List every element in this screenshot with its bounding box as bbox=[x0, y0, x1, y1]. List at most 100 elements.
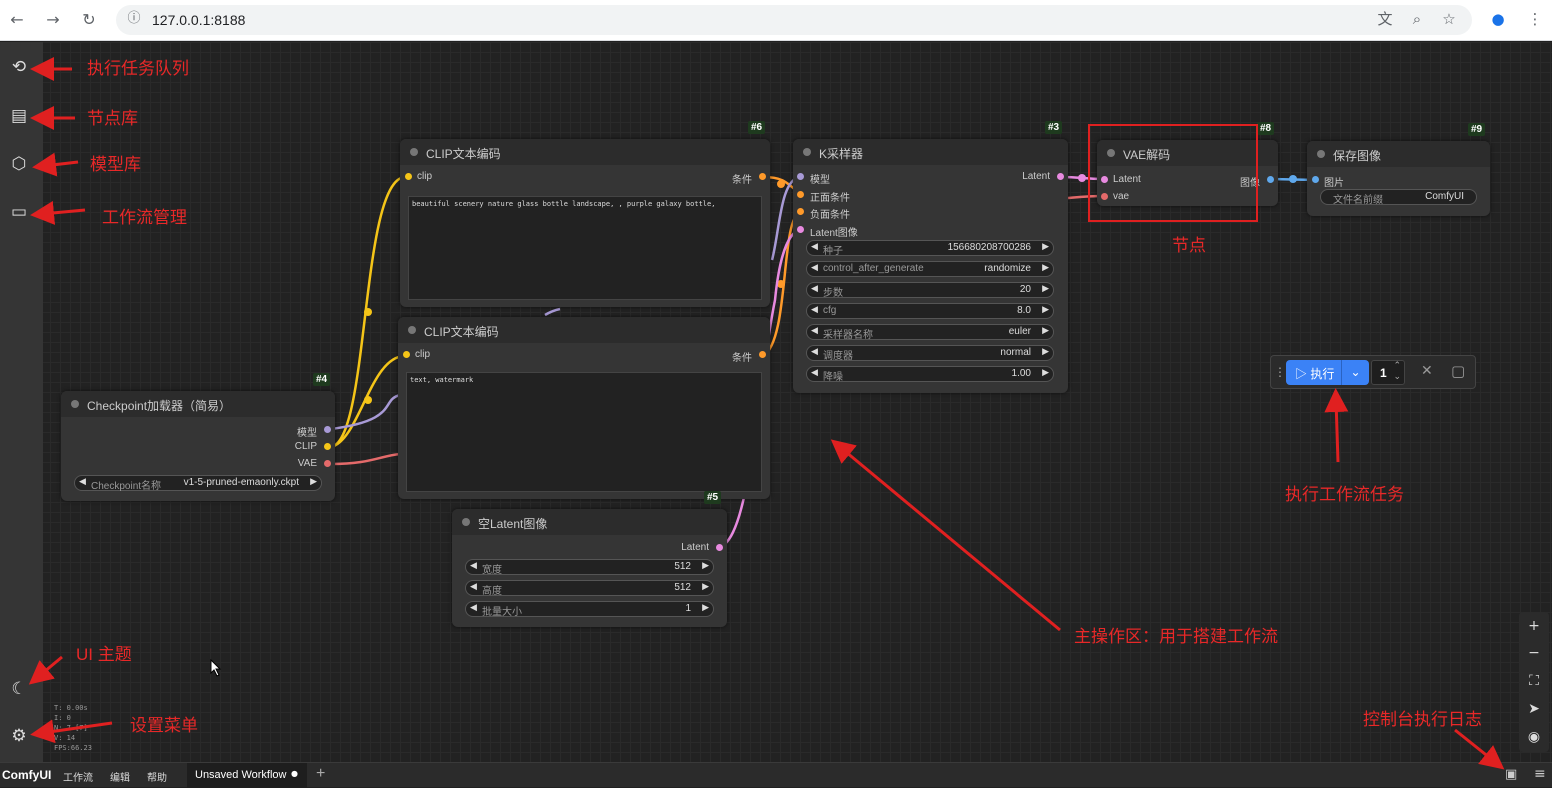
reload-icon[interactable]: ↻ bbox=[82, 10, 96, 29]
increment-arrow-icon[interactable]: ▶ bbox=[1042, 284, 1049, 294]
node-library-icon[interactable]: ▤ bbox=[10, 106, 28, 126]
address-bar[interactable]: ⓘ 127.0.0.1:8188 bbox=[116, 5, 1472, 35]
node-collapse-dot[interactable] bbox=[408, 326, 416, 334]
fit-view-icon[interactable]: ⛶ bbox=[1529, 673, 1539, 689]
workflow-canvas[interactable] bbox=[0, 42, 1552, 762]
input-pin-positive[interactable] bbox=[797, 191, 804, 198]
output-pin-vae[interactable] bbox=[324, 460, 331, 467]
drag-handle-icon[interactable]: ⋮ bbox=[1274, 365, 1286, 379]
profile-icon[interactable]: ● bbox=[1491, 10, 1505, 28]
input-pin-clip[interactable] bbox=[405, 173, 412, 180]
input-pin-latent[interactable] bbox=[1101, 176, 1108, 183]
stop-icon[interactable]: ▢ bbox=[1451, 362, 1466, 380]
decrement-arrow-icon[interactable]: ◀ bbox=[470, 582, 477, 592]
clear-queue-icon[interactable]: ✕ bbox=[1421, 363, 1433, 379]
browser-menu-icon[interactable]: ⋮ bbox=[1527, 10, 1543, 28]
menu-edit[interactable]: 编辑 bbox=[110, 773, 130, 784]
node-title-bar[interactable]: CLIP文本编码 bbox=[398, 317, 770, 343]
node-title-bar[interactable]: VAE解码 bbox=[1097, 140, 1278, 166]
output-pin-clip[interactable] bbox=[324, 443, 331, 450]
decrement-arrow-icon[interactable]: ◀ bbox=[811, 284, 818, 294]
output-pin-model[interactable] bbox=[324, 426, 331, 433]
increment-arrow-icon[interactable]: ▶ bbox=[1042, 242, 1049, 252]
output-pin-conditioning[interactable] bbox=[759, 173, 766, 180]
decrement-arrow-icon[interactable]: ◀ bbox=[811, 242, 818, 252]
unsaved-dot-icon[interactable]: ● bbox=[291, 769, 298, 778]
input-pin-model[interactable] bbox=[797, 173, 804, 180]
decrement-arrow-icon[interactable]: ◀ bbox=[811, 368, 818, 378]
output-pin-conditioning[interactable] bbox=[759, 351, 766, 358]
input-pin-images[interactable] bbox=[1312, 176, 1319, 183]
model-library-icon[interactable]: ⬡ bbox=[11, 154, 27, 174]
increment-arrow-icon[interactable]: ▶ bbox=[1042, 368, 1049, 378]
node-title-bar[interactable]: CLIP文本编码 bbox=[400, 139, 770, 165]
decrement-arrow-icon[interactable]: ◀ bbox=[79, 477, 86, 487]
node-vae-decode[interactable]: VAE解码 Latent vae 图像 bbox=[1097, 140, 1278, 206]
output-pin-latent[interactable] bbox=[1057, 173, 1064, 180]
input-pin-vae[interactable] bbox=[1101, 193, 1108, 200]
batch-count-input[interactable]: 1 ⌃ ⌄ bbox=[1371, 360, 1405, 385]
add-tab-icon[interactable]: + bbox=[316, 765, 326, 782]
increment-arrow-icon[interactable]: ▶ bbox=[310, 477, 317, 487]
decrement-arrow-icon[interactable]: ◀ bbox=[811, 305, 818, 315]
decrement-arrow-icon[interactable]: ◀ bbox=[470, 603, 477, 613]
node-checkpoint-loader[interactable]: Checkpoint加载器（简易） 模型 CLIP VAE ◀Checkpoin… bbox=[61, 391, 335, 501]
node-collapse-dot[interactable] bbox=[1317, 150, 1325, 158]
output-pin-latent[interactable] bbox=[716, 544, 723, 551]
workflow-tab[interactable]: Unsaved Workflow ● bbox=[187, 763, 307, 788]
url-text[interactable]: 127.0.0.1:8188 bbox=[152, 12, 246, 28]
prompt-textarea[interactable]: text, watermark bbox=[406, 372, 762, 492]
input-pin-latent[interactable] bbox=[797, 226, 804, 233]
prompt-textarea[interactable]: beautiful scenery nature glass bottle la… bbox=[408, 196, 762, 300]
decrement-arrow-icon[interactable]: ◀ bbox=[811, 263, 818, 273]
decrement-arrow-icon[interactable]: ◀ bbox=[811, 347, 818, 357]
decrement-arrow-icon[interactable]: ◀ bbox=[811, 326, 818, 336]
node-title-bar[interactable]: Checkpoint加载器（简易） bbox=[61, 391, 335, 417]
workflows-folder-icon[interactable]: ▭ bbox=[10, 202, 28, 222]
zoom-icon[interactable]: ⌕ bbox=[1412, 10, 1422, 28]
increment-icon[interactable]: ⌃ bbox=[1393, 361, 1401, 371]
settings-gear-icon[interactable]: ⚙ bbox=[11, 726, 27, 746]
decrement-icon[interactable]: ⌄ bbox=[1393, 372, 1401, 382]
output-pin-image[interactable] bbox=[1267, 176, 1274, 183]
locate-icon[interactable]: ➤ bbox=[1528, 701, 1540, 717]
node-collapse-dot[interactable] bbox=[803, 148, 811, 156]
menu-hamburger-icon[interactable]: ≡ bbox=[1534, 766, 1546, 782]
queue-history-icon[interactable]: ⟲ bbox=[11, 57, 27, 77]
node-clip-text-encode-positive[interactable]: CLIP文本编码 clip 条件 beautiful scenery natur… bbox=[400, 139, 770, 307]
input-pin-negative[interactable] bbox=[797, 208, 804, 215]
toggle-links-eye-icon[interactable]: ◉ bbox=[1527, 729, 1541, 745]
node-title-bar[interactable]: 空Latent图像 bbox=[452, 509, 727, 535]
node-title-bar[interactable]: 保存图像 bbox=[1307, 141, 1490, 167]
increment-arrow-icon[interactable]: ▶ bbox=[1042, 326, 1049, 336]
increment-arrow-icon[interactable]: ▶ bbox=[1042, 305, 1049, 315]
node-title-bar[interactable]: K采样器 bbox=[793, 139, 1068, 165]
zoom-in-icon[interactable]: + bbox=[1528, 618, 1540, 634]
run-button[interactable]: ▷ 执行 bbox=[1286, 360, 1341, 385]
node-collapse-dot[interactable] bbox=[71, 400, 79, 408]
zoom-out-icon[interactable]: − bbox=[1528, 645, 1540, 661]
bookmark-star-icon[interactable]: ☆ bbox=[1442, 10, 1456, 28]
theme-toggle-icon[interactable]: ☾ bbox=[11, 679, 27, 699]
decrement-arrow-icon[interactable]: ◀ bbox=[470, 561, 477, 571]
menu-help[interactable]: 帮助 bbox=[147, 773, 167, 784]
node-collapse-dot[interactable] bbox=[410, 148, 418, 156]
node-collapse-dot[interactable] bbox=[1107, 149, 1115, 157]
site-info-icon[interactable]: ⓘ bbox=[127, 11, 141, 26]
increment-arrow-icon[interactable]: ▶ bbox=[702, 603, 709, 613]
increment-arrow-icon[interactable]: ▶ bbox=[1042, 263, 1049, 273]
node-clip-text-encode-negative[interactable]: CLIP文本编码 clip 条件 text, watermark bbox=[398, 317, 770, 499]
